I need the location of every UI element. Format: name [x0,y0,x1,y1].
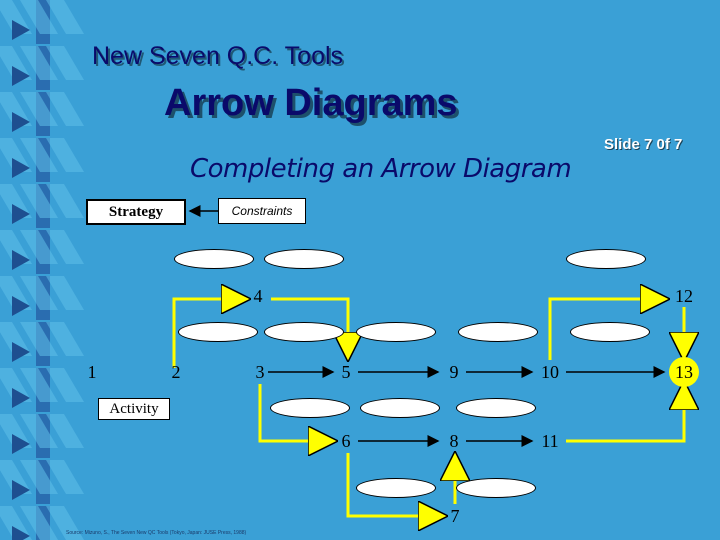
node-3: 3 [240,362,280,383]
node-2: 2 [156,362,196,383]
activity-oval [360,398,440,418]
activity-oval [566,249,646,269]
activity-oval [570,322,650,342]
node-4: 4 [238,286,278,307]
node-9: 9 [434,362,474,383]
activity-oval [456,478,536,498]
activity-oval [264,249,344,269]
arrow-11-13 [566,386,684,441]
node-1: 1 [72,362,112,383]
node-8: 8 [434,431,474,452]
activity-oval [270,398,350,418]
node-11: 11 [530,431,570,452]
node-6: 6 [326,431,366,452]
activity-box: Activity [98,398,170,420]
activity-oval [174,249,254,269]
node-7: 7 [435,506,475,527]
activity-oval [456,398,536,418]
node-12: 12 [664,286,704,307]
node-5: 5 [326,362,366,383]
node-10: 10 [530,362,570,383]
node-13: 13 [664,362,704,383]
activity-oval [178,322,258,342]
activity-oval [356,322,436,342]
activity-oval [264,322,344,342]
activity-oval [356,478,436,498]
footnote: Source: Mizuno, S., The Seven New QC Too… [66,530,246,536]
activity-oval [458,322,538,342]
